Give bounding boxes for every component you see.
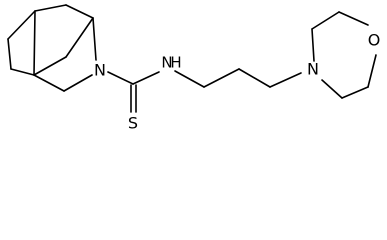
morpholine-oxygen-label: O <box>368 31 381 50</box>
morpholine-bond <box>321 79 343 99</box>
n-c-bond <box>107 71 134 85</box>
structure-canvas: N N H S N O <box>7 4 381 133</box>
amide-nitrogen-label: N <box>161 54 172 72</box>
ring-bond <box>7 10 36 40</box>
bridge-bond <box>65 17 94 58</box>
ring-bond <box>34 4 67 12</box>
ring-bond <box>10 68 35 76</box>
bridge-bond <box>33 56 67 76</box>
amide-hydrogen-label: H <box>170 54 181 72</box>
morpholine-bond <box>341 86 369 99</box>
morpholine-bond <box>311 11 340 30</box>
chain-bond <box>203 68 240 88</box>
propyl-chain <box>174 68 302 88</box>
molecule-diagram: N N H S N O <box>7 4 381 133</box>
thiocarbonyl-group <box>107 71 160 113</box>
morpholine-nitrogen-label: N <box>307 60 319 79</box>
bicyclic-ring <box>7 4 97 92</box>
ring-bond <box>33 74 65 92</box>
morpholine-bond <box>338 11 369 26</box>
ring-bond <box>7 38 12 70</box>
bridge-bond <box>33 10 36 76</box>
morpholine-ring <box>311 11 377 99</box>
ring-bond <box>63 74 93 92</box>
morpholine-bond <box>367 54 377 88</box>
ring-bond <box>92 17 97 61</box>
c-nh-bond <box>132 71 160 85</box>
chain-bond <box>174 70 205 88</box>
chain-bond <box>269 72 302 88</box>
chain-bond <box>238 68 271 88</box>
ring-bond <box>65 4 94 19</box>
ring-nitrogen-label: N <box>94 61 106 80</box>
morpholine-bond <box>311 28 315 62</box>
sulfur-label: S <box>128 114 138 133</box>
